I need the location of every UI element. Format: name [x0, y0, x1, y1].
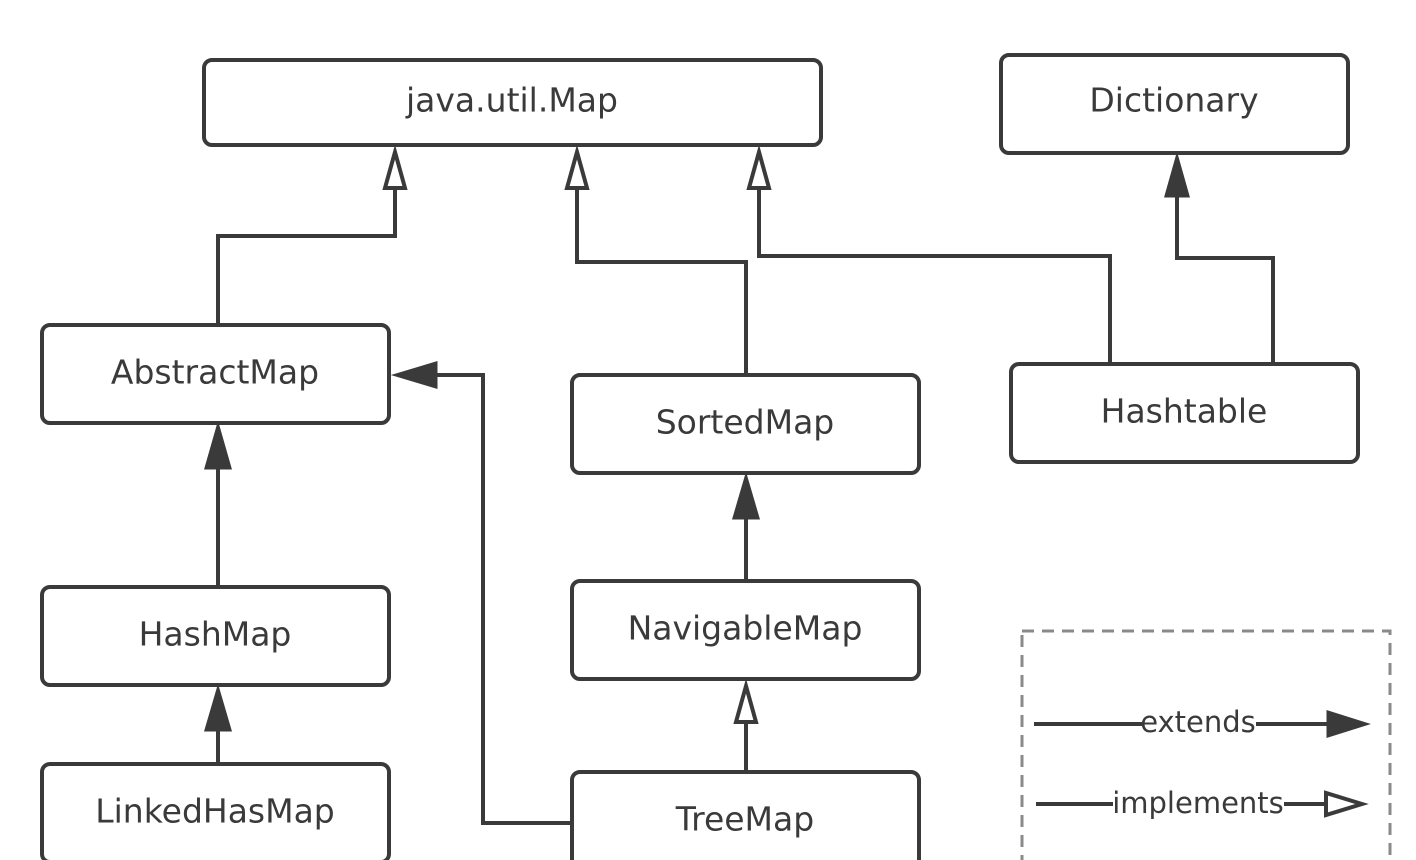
extends-arrowhead	[203, 683, 233, 732]
edge-abstractmap-implements-map	[216, 188, 397, 325]
implements-arrowhead	[733, 678, 759, 724]
node-label: Hashtable	[1101, 392, 1268, 431]
node-label: LinkedHasMap	[95, 792, 335, 831]
legend-extends: extends	[1034, 705, 1371, 739]
node-navigablemap: NavigableMap	[570, 579, 921, 681]
legend-implements-label: implements	[1112, 786, 1284, 820]
node-hashmap: HashMap	[40, 585, 391, 687]
extends-arrowhead	[204, 420, 232, 470]
node-label: java.util.Map	[405, 81, 618, 120]
node-label: Dictionary	[1089, 81, 1258, 120]
legend-frame	[1020, 629, 1392, 860]
legend: extends implements	[1020, 629, 1392, 860]
node-dictionary: Dictionary	[999, 53, 1350, 155]
node-label: HashMap	[139, 615, 292, 654]
extends-arrowhead	[390, 360, 438, 390]
legend-extends-label: extends	[1140, 705, 1256, 739]
node-abstractmap: AbstractMap	[40, 323, 391, 425]
node-label: AbstractMap	[111, 353, 319, 392]
legend-implements: implements	[1036, 786, 1369, 820]
implements-arrowhead	[382, 144, 408, 190]
edge-sortedmap-implements-map	[575, 188, 748, 375]
extends-arrowhead	[731, 471, 761, 520]
node-hashtable: Hashtable	[1009, 362, 1360, 464]
node-label: TreeMap	[675, 800, 814, 839]
edge-hashtable-extends-dictionary	[1175, 196, 1275, 364]
node-java-util-map: java.util.Map	[202, 58, 823, 147]
extends-arrowhead	[1326, 709, 1371, 739]
implements-arrowhead	[746, 144, 772, 190]
extends-arrowhead	[1164, 151, 1190, 198]
implements-arrowhead	[564, 144, 590, 190]
node-label: NavigableMap	[628, 609, 863, 648]
node-label: SortedMap	[656, 403, 835, 442]
edge-hashtable-implements-map	[757, 188, 1112, 364]
node-sortedmap: SortedMap	[570, 373, 921, 475]
implements-arrowhead	[1324, 790, 1369, 818]
node-treemap: TreeMap	[570, 770, 921, 860]
edge-treemap-extends-abstractmap	[436, 373, 573, 825]
node-linkedhasmap: LinkedHasMap	[40, 762, 391, 860]
